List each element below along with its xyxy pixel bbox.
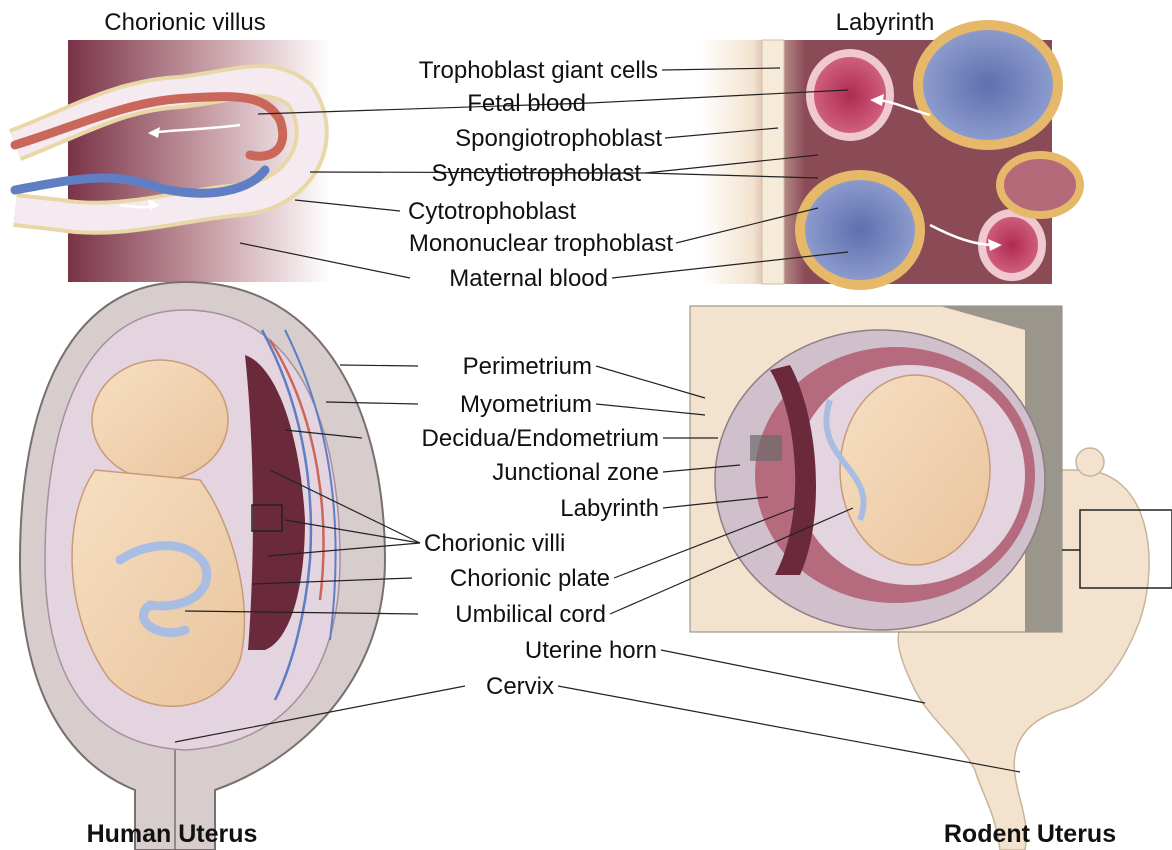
labyrinth-title: Labyrinth xyxy=(836,9,935,36)
label-decidua-endometrium: Decidua/Endometrium xyxy=(422,425,659,452)
labyrinth-detail-box xyxy=(750,435,782,461)
label-mononuclear-trophoblast: Mononuclear trophoblast xyxy=(409,230,673,257)
label-cytotrophoblast: Cytotrophoblast xyxy=(408,198,576,225)
label-fetal-blood: Fetal blood xyxy=(467,90,586,117)
label-uterine-horn: Uterine horn xyxy=(525,637,657,664)
label-trophoblast-giant-cells: Trophoblast giant cells xyxy=(419,57,658,84)
rodent-uterus-illustration xyxy=(690,306,1172,850)
label-cervix: Cervix xyxy=(486,673,554,700)
label-junctional-zone: Junctional zone xyxy=(492,459,659,486)
label-myometrium: Myometrium xyxy=(460,391,592,418)
chorionic-villus-title: Chorionic villus xyxy=(104,9,265,36)
label-labyrinth: Labyrinth xyxy=(560,495,659,522)
human-uterus-illustration xyxy=(20,282,385,850)
label-chorionic-plate: Chorionic plate xyxy=(450,565,610,592)
labyrinth-panel: Labyrinth xyxy=(700,9,1080,285)
label-chorionic-villi: Chorionic villi xyxy=(424,530,565,557)
caption-rodent-uterus: Rodent Uterus xyxy=(944,820,1116,848)
caption-human-uterus: Human Uterus xyxy=(87,820,258,848)
label-maternal-blood: Maternal blood xyxy=(449,265,608,292)
label-spongiotrophoblast: Spongiotrophoblast xyxy=(455,125,662,152)
chorionic-villus-panel: Chorionic villus xyxy=(15,9,330,282)
label-umbilical-cord: Umbilical cord xyxy=(455,601,606,628)
trophoblast-giant-cell-column xyxy=(762,40,784,284)
label-perimetrium: Perimetrium xyxy=(463,353,592,380)
label-syncytiotrophoblast: Syncytiotrophoblast xyxy=(432,160,642,187)
